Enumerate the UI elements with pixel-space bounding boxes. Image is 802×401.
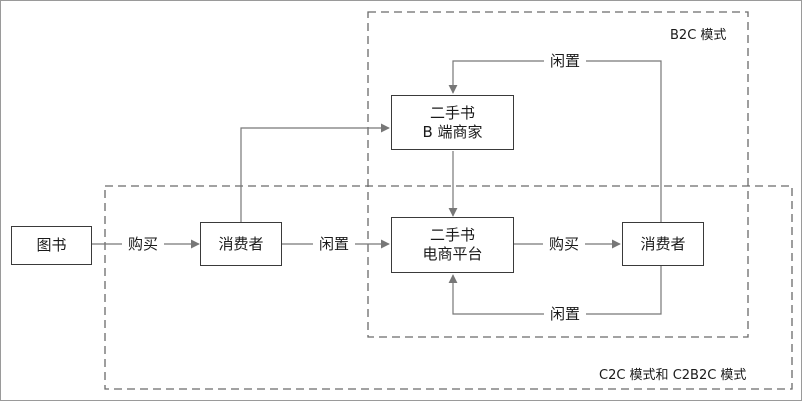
node-platform-line1: 二手书 bbox=[429, 226, 475, 244]
b2c-region bbox=[367, 11, 749, 338]
edge-label-platform-to-consumer: 购买 bbox=[543, 235, 586, 253]
node-platform: 二手书 电商平台 bbox=[391, 217, 514, 273]
node-consumer-left: 消费者 bbox=[200, 222, 282, 266]
node-b-merchant: 二手书 B 端商家 bbox=[391, 95, 514, 150]
node-consumer-right-label: 消费者 bbox=[640, 234, 686, 253]
node-consumer-right: 消费者 bbox=[622, 222, 704, 266]
edge-label-consumer-to-platform-bottom: 闲置 bbox=[544, 305, 587, 323]
node-b-merchant-line1: 二手书 bbox=[429, 103, 475, 122]
c2c-region bbox=[104, 185, 793, 390]
node-books-label: 图书 bbox=[36, 236, 67, 254]
node-books: 图书 bbox=[11, 226, 92, 265]
edge-consumer-to-merchant bbox=[240, 123, 390, 222]
node-platform-line2: 电商平台 bbox=[422, 245, 483, 263]
edge-label-consumer-to-merchant-top: 闲置 bbox=[544, 52, 587, 70]
b2c-region-label: B2C 模式 bbox=[670, 28, 727, 43]
edge-label-consumer-to-platform: 闲置 bbox=[313, 235, 356, 253]
c2c-region-label: C2C 模式和 C2B2C 模式 bbox=[599, 368, 747, 383]
node-consumer-left-label: 消费者 bbox=[218, 234, 264, 253]
edge-label-books-to-consumer: 购买 bbox=[122, 235, 165, 253]
node-b-merchant-line2: B 端商家 bbox=[422, 122, 483, 141]
